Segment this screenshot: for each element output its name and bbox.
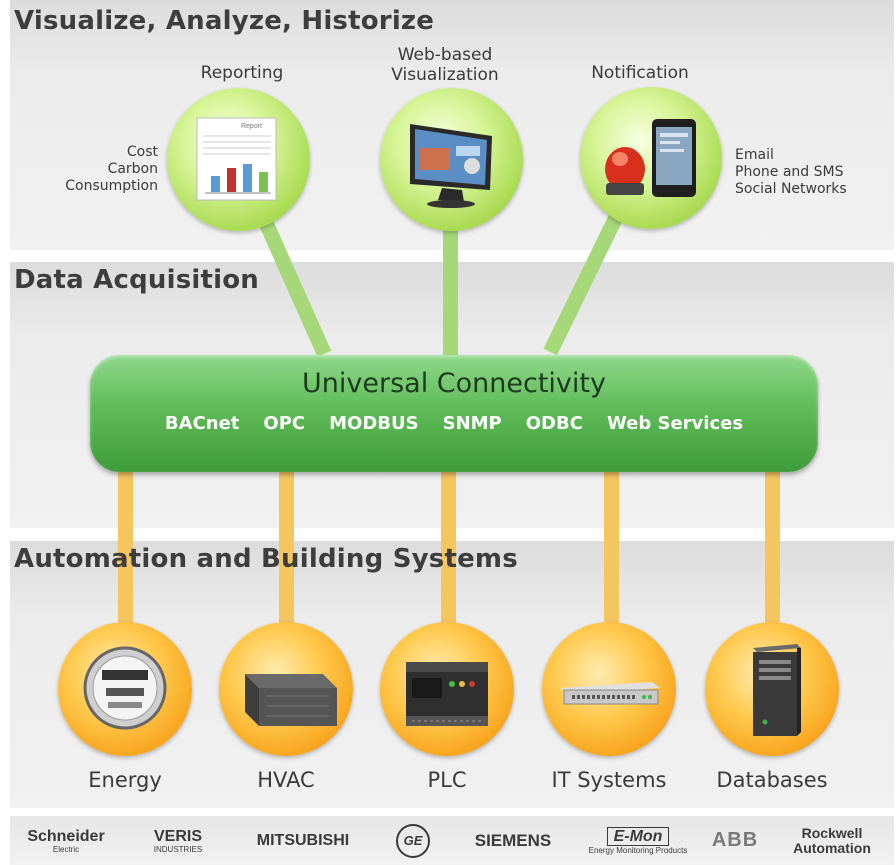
databases-node <box>705 622 839 756</box>
hvac-node <box>219 622 353 756</box>
section-title-automation: Automation and Building Systems <box>14 544 518 574</box>
logo-mitsubishi: MITSUBISHI <box>256 832 350 849</box>
network-switch-icon <box>560 682 660 705</box>
server-icon <box>753 644 801 736</box>
label-reporting: Reporting <box>200 63 284 83</box>
connector-visualization <box>443 215 458 365</box>
label-it-systems: IT Systems <box>551 768 667 792</box>
protocol-list: BACnet OPC MODBUS SNMP ODBC Web Services <box>90 413 818 434</box>
label-hvac: HVAC <box>257 768 315 792</box>
universal-connectivity-hub: Universal Connectivity BACnet OPC MODBUS… <box>90 355 818 472</box>
label-energy: Energy <box>88 768 162 792</box>
label-notification: Notification <box>591 63 689 83</box>
protocol-web-services: Web Services <box>606 413 744 434</box>
hvac-unit-icon <box>245 674 337 726</box>
protocol-odbc: ODBC <box>525 413 583 434</box>
logo-rockwell: Rockwell Automation <box>793 824 871 856</box>
logo-veris: VERIS INDUSTRIES <box>153 827 203 854</box>
section-title-data-acquisition: Data Acquisition <box>14 265 260 295</box>
logo-siemens: SIEMENS <box>474 831 552 850</box>
hub-title: Universal Connectivity <box>302 368 606 399</box>
report-icon: Report <box>196 117 277 201</box>
visualization-node <box>380 88 523 231</box>
logo-ge: GE <box>393 816 433 865</box>
connector-it-systems <box>604 465 619 640</box>
svg-text:Report: Report <box>241 123 262 130</box>
section-title-visualize: Visualize, Analyze, Historize <box>14 6 435 36</box>
energy-node <box>58 622 192 756</box>
label-web-visualization: Web-based Visualization <box>391 45 499 85</box>
logo-abb: ABB <box>711 829 759 851</box>
plc-node <box>380 622 514 756</box>
notification-node <box>580 87 722 229</box>
monitor-icon <box>410 124 492 208</box>
connector-plc <box>441 465 456 640</box>
connector-databases <box>765 465 780 640</box>
notification-channels: Email Phone and SMS Social Networks <box>735 147 847 197</box>
connector-energy <box>118 465 133 640</box>
reporting-node: Report <box>167 88 310 231</box>
label-plc: PLC <box>427 768 467 792</box>
protocol-bacnet: BACnet <box>164 413 240 434</box>
reporting-metrics: Cost Carbon Consumption <box>65 144 158 194</box>
plc-icon <box>406 662 488 726</box>
logo-emon: E-Mon Energy Monitoring Products <box>588 826 688 855</box>
protocol-modbus: MODBUS <box>329 413 419 434</box>
connector-hvac <box>279 465 294 640</box>
energy-meter-icon <box>83 646 167 730</box>
alarm-phone-icon <box>605 119 696 197</box>
it-systems-node <box>542 622 676 756</box>
protocol-opc: OPC <box>263 413 306 434</box>
protocol-snmp: SNMP <box>442 413 502 434</box>
logo-schneider: Schneider Electric <box>27 827 105 854</box>
vendor-logo-strip: Schneider Electric VERIS INDUSTRIES MITS… <box>10 816 894 865</box>
label-databases: Databases <box>716 768 828 792</box>
